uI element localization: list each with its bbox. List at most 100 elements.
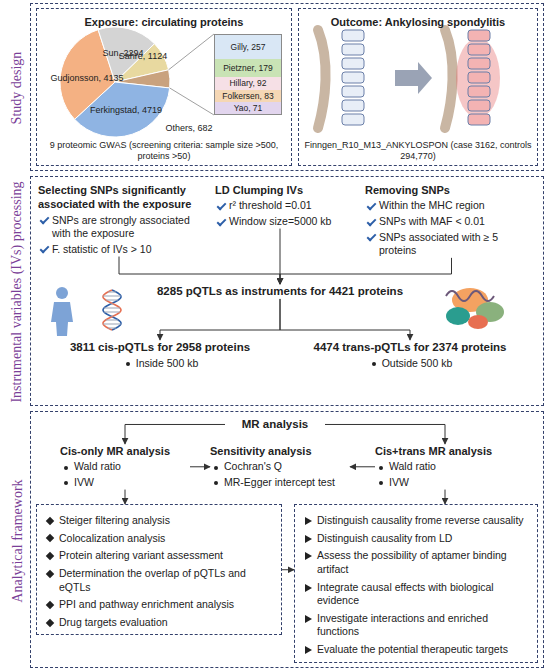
protein-domain	[468, 315, 488, 329]
body	[51, 302, 73, 336]
heading: 8285 pQTLs as instruments for 4421 prote…	[150, 284, 410, 299]
bullet-item: Protein altering variant assessment	[45, 549, 273, 563]
vertebra	[342, 72, 364, 83]
dna-rung	[104, 312, 120, 313]
check-item: F. statistic of IVs > 10	[38, 243, 200, 257]
dna-rung	[108, 292, 116, 293]
bar-label: Yao, 71	[215, 102, 281, 114]
arrow-connector	[125, 424, 225, 444]
bar-label: Gilly, 257	[215, 35, 281, 59]
arrow-connector	[350, 466, 375, 467]
analysis-node: Cis-only MR analysisWald ratioIVW	[60, 444, 190, 490]
exposure-box: Exposure: circulating proteinsSun, 2294S…	[36, 8, 292, 166]
side-label: Analytical framework	[8, 412, 26, 669]
bullet-item: Outside 500 kb	[368, 357, 453, 371]
pie-label: Sahre, 1124	[119, 51, 167, 63]
dna-strand	[103, 290, 121, 330]
bullet-item: MR-Egger intercept test	[210, 476, 350, 490]
bullet-item: Cochran's Q	[210, 460, 350, 474]
step-column: LD Clumping IVsr² threshold =0.01Window …	[215, 183, 345, 229]
bar-label: Hillary, 92	[215, 77, 281, 90]
bar-label: Folkersen, 83	[215, 90, 281, 102]
check-item: SNPs associated with ≥ 5 proteins	[365, 231, 538, 258]
side-label: Instrumental variables (IVs) processing	[8, 177, 26, 407]
vertebra	[342, 100, 364, 111]
vertebra	[342, 44, 364, 55]
dna-rung	[103, 324, 121, 325]
step-column: Selecting SNPs significantly associated …	[38, 183, 200, 257]
section-panel: Instrumental variables (IVs) processingS…	[30, 176, 544, 406]
vertebra	[468, 86, 490, 97]
purpose-list: Distinguish causality frome reverse caus…	[294, 504, 538, 663]
caption: 9 proteomic GWAS (screening criteria: sa…	[41, 140, 287, 163]
subset-node: 4474 trans-pQTLs for 2374 proteinsOutsid…	[295, 340, 525, 371]
heading: Selecting SNPs significantly associated …	[38, 183, 200, 212]
heading: Sensitivity analysis	[210, 444, 350, 458]
vertebra	[342, 30, 364, 41]
bullet-item: Wald ratio	[60, 460, 190, 474]
box-title: Exposure: circulating proteins	[45, 15, 283, 29]
heading: Removing SNPs	[365, 183, 538, 197]
caption: Finngen_R10_M13_ANKYLOSPON (case 3162, c…	[303, 140, 533, 163]
vertebra	[342, 58, 364, 69]
arrow-connector	[160, 299, 280, 340]
arrow-connector	[190, 466, 210, 467]
bullet-item: Steiger filtering analysis	[45, 514, 273, 528]
bullet-item: Wald ratio	[375, 460, 515, 474]
subset-node: 3811 cis-pQTLs for 2958 proteinsInside 5…	[50, 340, 270, 371]
check-item: Within the MHC region	[365, 199, 538, 213]
bullet-item: Distinguish causality frome reverse caus…	[303, 514, 529, 528]
protein-chain	[446, 291, 494, 301]
dna-rung	[111, 304, 114, 305]
arrow-connector	[280, 258, 452, 284]
analysis-node: Cis+trans MR analysisWald ratioIVW	[375, 444, 515, 490]
protein-domain	[446, 307, 470, 325]
heading: MR analysis	[225, 417, 325, 432]
vertebra	[468, 114, 490, 125]
dna-rung	[106, 320, 119, 321]
others-bar: Gilly, 257Pietzner, 179Hillary, 92Folker…	[214, 34, 282, 115]
pie-label: Ferkingstad, 4719	[90, 105, 162, 117]
analysis-node: Sensitivity analysisCochran's Q MR-Egger …	[210, 444, 350, 490]
arrow-connector	[445, 490, 446, 504]
check-item: SNPs with MAF < 0.01	[365, 215, 538, 229]
dna-strand	[103, 290, 121, 330]
arrow-connector	[325, 424, 445, 444]
back-outline	[445, 30, 453, 128]
check-item: SNPs are strongly associated with the ex…	[38, 214, 200, 241]
inflammation	[456, 38, 500, 118]
bullet-item: Integrate causal effects with biological…	[303, 581, 529, 608]
section-panel: Study designExposure: circulating protei…	[30, 3, 544, 171]
bullet-item: Investigate interactions and enriched fu…	[303, 612, 529, 639]
bullet-item: Assess the possibility of aptamer bindin…	[303, 549, 529, 576]
dna-rung	[111, 316, 114, 317]
bullet-item: Determination the overlap of pQTLs and e…	[45, 567, 273, 594]
spine-illustration	[318, 30, 500, 128]
section-panel: Analytical frameworkMR analysisCis-only …	[30, 411, 544, 668]
side-label: Study design	[8, 4, 26, 172]
bullet-item: Drug targets evaluation	[45, 616, 273, 630]
heading: 4474 trans-pQTLs for 2374 proteins	[295, 340, 525, 355]
progress-arrow	[395, 62, 432, 94]
leader-line	[170, 88, 214, 115]
result-node: 8285 pQTLs as instruments for 4421 prote…	[150, 284, 410, 299]
step-column: Removing SNPsWithin the MHC regionSNPs w…	[365, 183, 538, 258]
vertebra	[468, 72, 490, 83]
outcome-box: Outcome: Ankylosing spondylitisFinngen_R…	[298, 8, 538, 166]
vertebra	[342, 86, 364, 97]
bullet-item: Evaluate the potential therapeutic targe…	[303, 643, 529, 657]
vertebra	[342, 114, 364, 125]
bullet-item: Colocalization analysis	[45, 532, 273, 546]
bullet-item: Distinguish causality from LD	[303, 532, 529, 546]
pie-expansion-lines	[169, 34, 214, 115]
arrow-connector	[119, 257, 280, 284]
dna-rung	[103, 296, 121, 297]
method-list: Steiger filtering analysisColocalization…	[36, 504, 282, 635]
vertebra	[468, 100, 490, 111]
bullet-item: IVW	[60, 476, 190, 490]
dna-rung	[106, 300, 119, 301]
box-title: Outcome: Ankylosing spondylitis	[307, 15, 529, 29]
heading: LD Clumping IVs	[215, 183, 345, 197]
leader-line	[169, 34, 214, 70]
dna-helix	[103, 290, 121, 330]
